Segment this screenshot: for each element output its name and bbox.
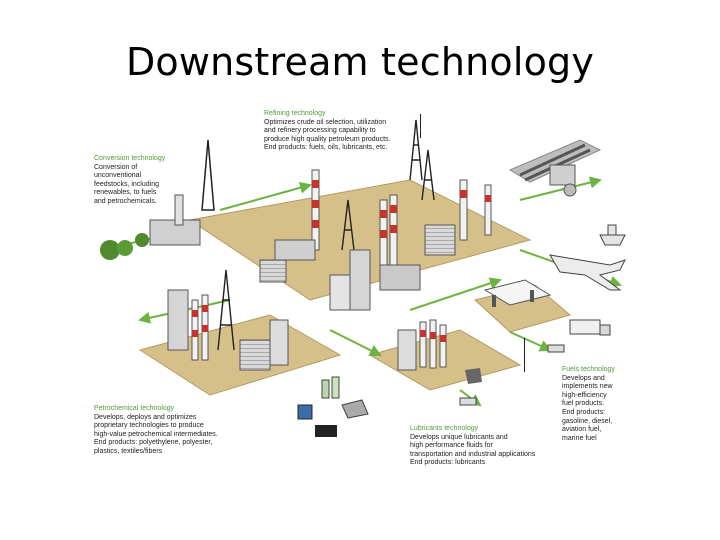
fuel-station [483, 279, 552, 307]
conversion-line: and petrochemicals. [94, 197, 157, 205]
car-icon [459, 397, 477, 406]
fuels-line: implements new [562, 383, 613, 391]
refining-callout: Refining technology Optimizes crude oil … [264, 110, 414, 153]
fuels-line: high-efficiency [562, 391, 607, 399]
fuels-line: End products: [562, 408, 606, 416]
petrochemical-unit [167, 289, 289, 371]
petrochemical-line: proprietary technologies to produce [94, 422, 204, 430]
trees [100, 233, 149, 260]
ship-icon [599, 224, 626, 246]
lubricants-line: transportation and industrial applicatio… [410, 450, 536, 458]
vehicles [459, 224, 626, 406]
slide-title: Downstream technology [125, 40, 595, 84]
conversion-unit [149, 139, 215, 246]
lubricants-heading: Lubricants technology [410, 425, 479, 432]
bottle-icon [321, 379, 330, 399]
fuels-line: fuel products. [562, 400, 605, 408]
petrochemical-line: plastics, textiles/fibers [94, 447, 163, 455]
petrochemical-line: End products: polyethylene, polyester, [94, 439, 213, 447]
flow-arrow [509, 331, 552, 352]
plastic-sheet-icon [341, 399, 369, 419]
paint-can-icon [297, 404, 313, 420]
fuels-line: gasoline, diesel, [562, 417, 613, 425]
rail-yard-platform [508, 139, 602, 183]
car-icon [547, 344, 565, 353]
refinery-illustration [99, 119, 626, 437]
storage-tanks [259, 224, 456, 311]
refining-line: End products: fuels, oils, lubricants, e… [264, 144, 388, 152]
flow-arrow [519, 176, 602, 201]
petrochemical-line: Develops, deploys and optimizes [94, 413, 197, 421]
conversion-line: feedstocks, including [94, 180, 159, 188]
fabric-icon [315, 425, 337, 437]
flow-arrow [409, 277, 502, 311]
lubricants-callout: Lubricants technology Develops unique lu… [410, 425, 560, 468]
lubricants-line: high performance fluids for [410, 442, 493, 450]
fuels-leader-line [524, 338, 525, 372]
conversion-callout: Conversion technology Conversion of unco… [94, 155, 174, 207]
refining-line: and refinery processing capability to [264, 127, 376, 135]
lubricants-line: Develops unique lubricants and [410, 433, 508, 441]
lubricants-unit [397, 319, 447, 371]
bottle-icon [331, 376, 340, 399]
petrochemical-products [297, 376, 369, 437]
fuels-line: Develops and [562, 374, 605, 382]
tractor-icon [465, 368, 482, 384]
flow-arrow [219, 181, 312, 211]
conversion-line: Conversion of [94, 163, 138, 171]
fuels-line: aviation fuel, [562, 426, 602, 434]
truck-icon [569, 319, 601, 335]
fuels-line: marine fuel [562, 434, 597, 442]
conversion-line: renewables, to fuels [94, 189, 157, 197]
rail-yard [519, 143, 591, 197]
refining-heading: Refining technology [264, 110, 326, 117]
petrochemical-callout: Petrochemical technology Develops, deplo… [94, 405, 244, 457]
petrochemical-line: high-value petrochemical intermediates. [94, 430, 218, 438]
airplane-icon [549, 254, 626, 291]
refining-line: produce high quality petroleum products. [264, 135, 391, 143]
refining-line: Optimizes crude oil selection, utilizati… [264, 118, 387, 126]
fuels-callout: Fuels technology Develops and implements… [562, 366, 632, 443]
petrochemical-heading: Petrochemical technology [94, 405, 175, 412]
derricks [217, 119, 435, 351]
refining-leader-line [420, 114, 421, 138]
flow-arrow [329, 329, 382, 356]
fuels-heading: Fuels technology [562, 366, 615, 373]
conversion-line: unconventional [94, 172, 142, 180]
conversion-heading: Conversion technology [94, 155, 166, 162]
lubricants-line: End products: lubricants [410, 459, 486, 467]
